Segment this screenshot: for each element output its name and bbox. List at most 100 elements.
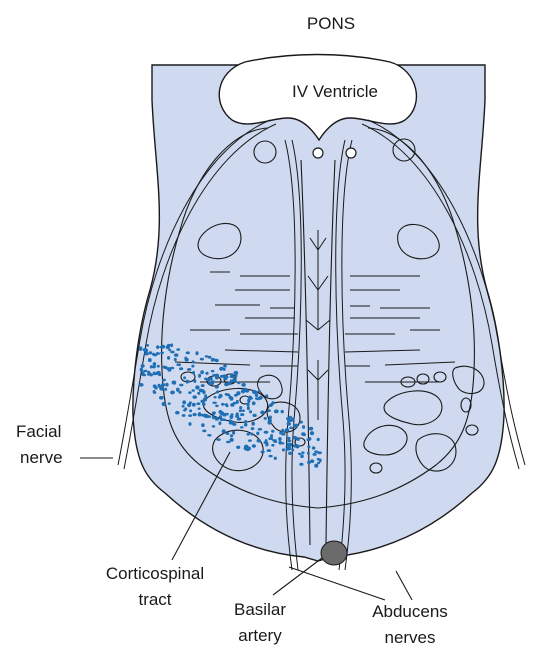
fiber-dot bbox=[198, 374, 201, 378]
fiber-dot bbox=[241, 383, 245, 387]
fiber-dot bbox=[200, 389, 204, 393]
fiber-dot bbox=[187, 368, 191, 371]
fiber-dot bbox=[248, 396, 253, 400]
fiber-dot bbox=[264, 431, 269, 434]
fiber-dot bbox=[214, 374, 217, 377]
fiber-dot bbox=[168, 349, 171, 351]
fiber-dot bbox=[239, 406, 242, 410]
fiber-dot bbox=[162, 402, 166, 406]
fiber-dot bbox=[257, 439, 261, 443]
fiber-dot bbox=[157, 365, 160, 368]
fiber-dot bbox=[248, 439, 252, 442]
fiber-dot bbox=[232, 431, 235, 435]
fiber-dot bbox=[287, 443, 291, 446]
fiber-dot bbox=[240, 426, 243, 428]
fiber-dot bbox=[191, 389, 194, 392]
fiber-dot bbox=[182, 400, 186, 404]
fiber-dot bbox=[278, 437, 282, 441]
fiber-dot bbox=[317, 458, 320, 461]
fiber-dot bbox=[236, 391, 240, 395]
fiber-dot bbox=[221, 403, 224, 406]
fiber-dot bbox=[251, 422, 255, 426]
fiber-dot bbox=[159, 396, 163, 400]
nucleus-right-small bbox=[346, 148, 356, 158]
fiber-dot bbox=[258, 428, 262, 431]
fiber-dot bbox=[267, 409, 271, 412]
fiber-dot bbox=[294, 424, 298, 428]
fiber-dot bbox=[154, 386, 157, 390]
fiber-dot bbox=[212, 425, 216, 428]
fiber-dot bbox=[252, 444, 256, 447]
fiber-dot bbox=[271, 430, 274, 433]
abducens-label-line2: nerves bbox=[350, 628, 470, 648]
fiber-dot bbox=[289, 427, 293, 430]
fiber-dot bbox=[224, 383, 229, 387]
diagram-title: PONS bbox=[291, 14, 371, 34]
fiber-dot bbox=[186, 380, 191, 383]
fiber-dot bbox=[226, 432, 230, 435]
fiber-dot bbox=[306, 438, 310, 441]
fiber-dot bbox=[215, 417, 218, 420]
fiber-dot bbox=[202, 403, 206, 406]
abducens-leader-right bbox=[396, 571, 412, 600]
fiber-dot bbox=[288, 452, 292, 455]
fiber-dot bbox=[239, 410, 242, 412]
fiber-dot bbox=[232, 376, 235, 379]
fiber-dot bbox=[170, 351, 175, 354]
fiber-dot bbox=[230, 397, 234, 401]
fiber-dot bbox=[267, 449, 272, 452]
fiber-dot bbox=[166, 345, 170, 349]
fiber-dot bbox=[172, 380, 177, 384]
facial-nerve-label-line2: nerve bbox=[20, 448, 63, 468]
fiber-dot bbox=[163, 366, 166, 369]
fiber-dot bbox=[153, 390, 156, 394]
fiber-dot bbox=[205, 355, 209, 357]
fiber-dot bbox=[212, 411, 216, 414]
fiber-dot bbox=[186, 351, 190, 354]
fiber-dot bbox=[204, 394, 207, 398]
fiber-dot bbox=[269, 416, 272, 420]
fiber-dot bbox=[251, 427, 255, 430]
fiber-dot bbox=[162, 379, 166, 382]
fiber-dot bbox=[161, 383, 165, 386]
fiber-dot bbox=[170, 343, 173, 347]
fiber-dot bbox=[198, 412, 201, 416]
fiber-dot bbox=[195, 385, 199, 389]
fiber-dot bbox=[302, 425, 305, 429]
fiber-dot bbox=[312, 453, 316, 456]
fiber-dot bbox=[244, 423, 248, 427]
fiber-dot bbox=[244, 420, 247, 423]
fiber-dot bbox=[208, 382, 212, 386]
fiber-dot bbox=[314, 464, 318, 468]
fiber-dot bbox=[222, 429, 226, 433]
fiber-dot bbox=[291, 417, 295, 421]
fiber-dot bbox=[226, 405, 229, 408]
fiber-dot bbox=[176, 363, 181, 366]
fiber-dot bbox=[170, 391, 175, 395]
fiber-dot bbox=[252, 401, 256, 405]
fiber-dot bbox=[215, 405, 219, 407]
fiber-dot bbox=[230, 373, 233, 377]
fiber-dot bbox=[167, 356, 170, 360]
fiber-dot bbox=[307, 461, 311, 464]
fiber-dot bbox=[281, 410, 284, 413]
fiber-dot bbox=[215, 359, 219, 363]
fiber-dot bbox=[166, 367, 171, 370]
fiber-dot bbox=[211, 370, 215, 373]
fiber-dot bbox=[139, 383, 144, 387]
fiber-dot bbox=[192, 403, 196, 407]
fiber-dot bbox=[274, 409, 279, 413]
facial-nerve-label-line1: Facial bbox=[16, 422, 61, 442]
fiber-dot bbox=[144, 352, 149, 355]
fiber-dot bbox=[218, 421, 221, 425]
fiber-dot bbox=[230, 420, 234, 423]
fiber-dot bbox=[197, 392, 200, 395]
fiber-dot bbox=[153, 354, 157, 356]
fiber-dot bbox=[202, 430, 206, 433]
fiber-dot bbox=[200, 370, 204, 374]
fiber-dot bbox=[219, 367, 223, 371]
fiber-dot bbox=[189, 401, 192, 404]
fiber-dot bbox=[223, 374, 226, 377]
fiber-dot bbox=[201, 423, 205, 427]
fiber-dot bbox=[264, 417, 267, 420]
